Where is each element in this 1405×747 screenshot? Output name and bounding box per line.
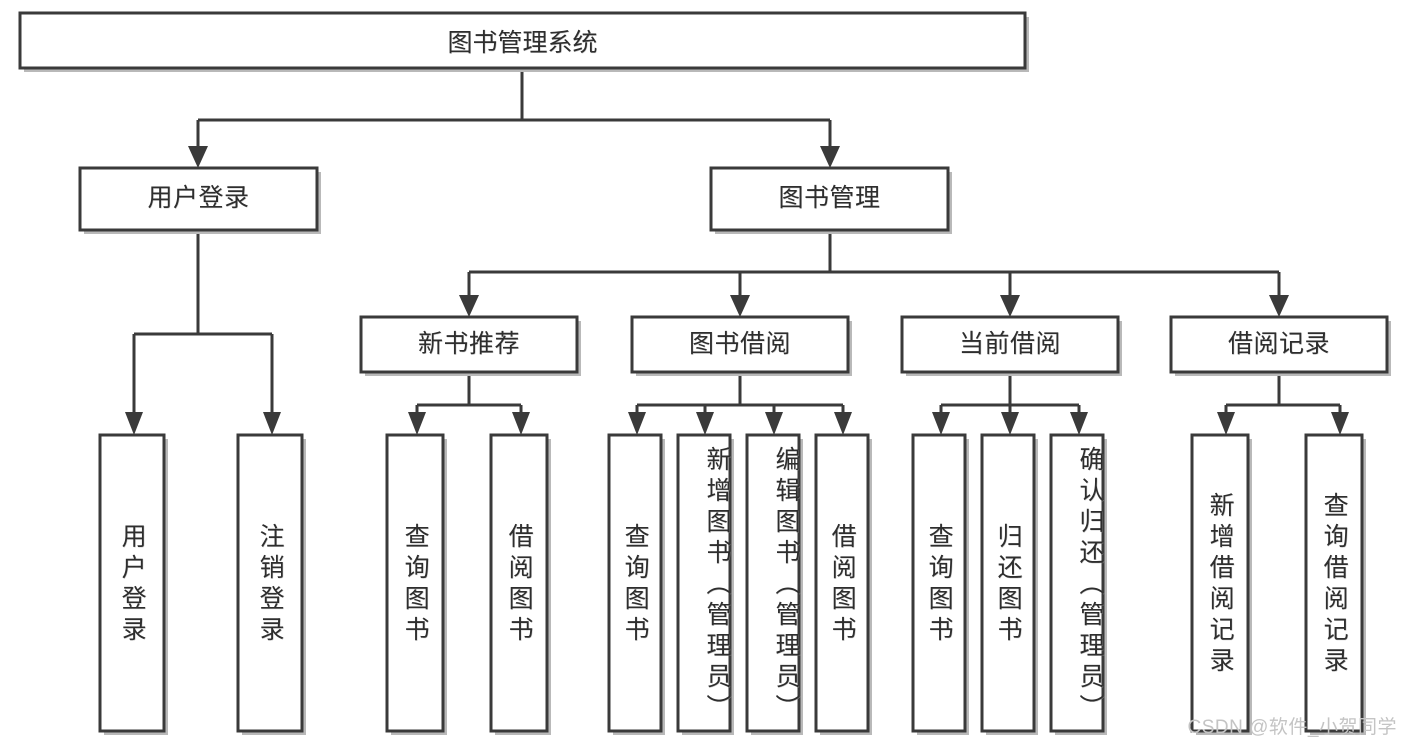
leaf-box-logout[interactable] [236,433,304,733]
connector-group-current-borrow [932,374,1088,435]
leaf-box-query-record[interactable] [1304,433,1364,733]
arrow-root-to-user-login [188,146,208,168]
arrow-new-book-leaf-2 [512,412,530,435]
arrow-book-manage-child-4 [1269,295,1289,317]
leaf-box-return-book[interactable] [980,433,1036,733]
arrow-current-borrow-leaf-3 [1070,412,1088,435]
leaf-box-confirm-return[interactable] [1049,433,1105,733]
connector-group-book-borrow [628,374,852,435]
new-book-recommend-box[interactable] [359,315,579,374]
user-login-box[interactable] [78,166,319,232]
borrow-record-box[interactable] [1169,315,1389,374]
leaf-box-query-book-cb[interactable] [911,433,967,733]
current-borrow-box[interactable] [900,315,1120,374]
arrow-user-login-leaf-1 [125,412,143,435]
leaf-box-borrow-book-nb[interactable] [489,433,549,733]
arrow-book-manage-child-3 [1000,295,1020,317]
arrow-new-book-leaf-1 [408,412,426,435]
arrow-borrow-record-leaf-1 [1217,412,1235,435]
leaf-box-borrow-book-bb[interactable] [814,433,870,733]
leaf-box-query-book-nb[interactable] [385,433,445,733]
connector-group-new-book-recommend [408,374,530,435]
arrow-book-borrow-leaf-1 [628,412,646,435]
root-box[interactable] [18,11,1027,70]
arrow-current-borrow-leaf-1 [932,412,950,435]
leaf-box-query-book-bb[interactable] [607,433,663,733]
arrow-user-login-leaf-2 [263,412,281,435]
arrow-root-to-book-manage [820,146,840,168]
connector-group-borrow-record [1217,374,1349,435]
arrow-book-borrow-leaf-2 [696,412,714,435]
leaf-box-user-login[interactable] [98,433,166,733]
arrow-current-borrow-leaf-2 [1001,412,1019,435]
arrow-book-manage-child-2 [730,295,750,317]
arrow-borrow-record-leaf-2 [1331,412,1349,435]
connector-group-user-login [125,232,281,435]
book-borrow-box[interactable] [630,315,850,374]
arrow-book-borrow-leaf-4 [834,412,852,435]
book-manage-box[interactable] [709,166,950,232]
leaf-box-edit-book[interactable] [745,433,801,733]
leaf-box-add-record[interactable] [1190,433,1250,733]
connector-group-root [188,68,840,168]
connector-group-book-manage [459,232,1289,317]
leaf-box-add-book[interactable] [676,433,732,733]
arrow-book-manage-child-1 [459,295,479,317]
arrow-book-borrow-leaf-3 [765,412,783,435]
